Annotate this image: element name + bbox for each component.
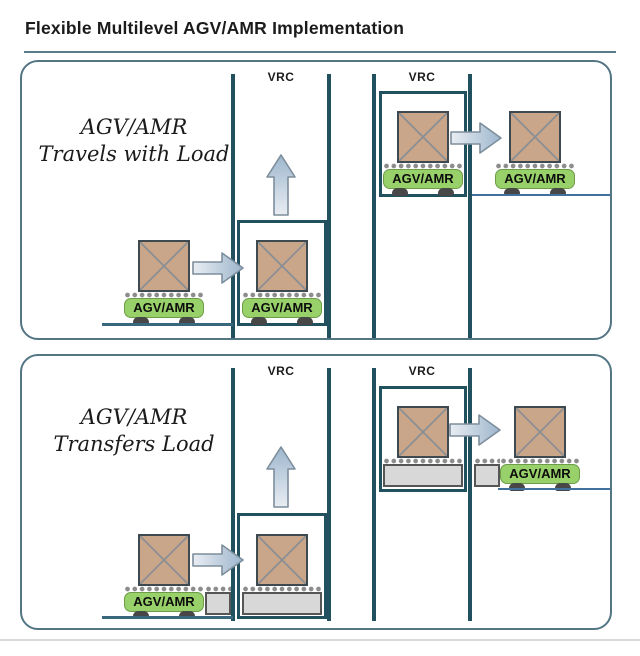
vrc-label: VRC — [267, 70, 295, 84]
vrc-mast-left — [231, 368, 235, 621]
conveyor-dots — [383, 458, 463, 464]
crate — [514, 406, 566, 458]
wheel — [133, 611, 149, 619]
agv-cart: AGV/AMR — [124, 534, 204, 619]
conveyor-deck — [383, 464, 463, 487]
wheel — [504, 188, 520, 196]
agv-cart: AGV/AMR — [124, 240, 204, 325]
crate — [397, 406, 449, 458]
caption-line-1: AGV/AMR — [80, 405, 188, 429]
wheel — [297, 317, 313, 325]
conveyor-dots — [242, 292, 322, 298]
ground-floor-line — [102, 616, 233, 619]
wheel — [509, 483, 525, 491]
wheel — [550, 188, 566, 196]
right-arrow-icon — [449, 414, 501, 446]
panel-caption: AGV/AMR Transfers Load — [34, 404, 234, 458]
caption-line-2: Travels with Load — [38, 142, 230, 166]
crate — [138, 240, 190, 292]
title-underline — [24, 51, 616, 53]
upper-floor-line — [498, 488, 610, 490]
wheel — [438, 188, 454, 196]
load-on-conveyor-deck — [242, 534, 322, 615]
conveyor-dots — [474, 458, 500, 464]
conveyor-dots — [500, 458, 580, 464]
vrc-mast-left — [231, 74, 235, 338]
right-arrow-icon — [192, 544, 244, 576]
wheel — [179, 611, 195, 619]
agv-cart-in-carriage: AGV/AMR — [242, 240, 322, 325]
agv-label: AGV/AMR — [500, 464, 580, 484]
agv-cart-in-carriage: AGV/AMR — [383, 111, 463, 196]
vrc-mast-right — [327, 368, 331, 621]
load-on-conveyor-deck — [383, 406, 463, 487]
conveyor-dots — [383, 163, 463, 169]
conveyor-dots — [495, 163, 575, 169]
conveyor-dots — [124, 292, 204, 298]
agv-label: AGV/AMR — [124, 298, 204, 318]
agv-cart: AGV/AMR — [500, 406, 580, 491]
vrc-mast-right — [468, 74, 472, 338]
right-arrow-icon — [450, 122, 502, 154]
crate — [397, 111, 449, 163]
vrc-label: VRC — [267, 364, 295, 378]
conveyor-dots — [205, 586, 231, 592]
up-arrow-icon — [266, 154, 296, 216]
panel-transfers-load: AGV/AMR Transfers Load VRC AGV/AMR — [20, 354, 612, 630]
agv-label: AGV/AMR — [383, 169, 463, 189]
wheel — [179, 317, 195, 325]
transfer-stand — [474, 464, 500, 487]
ground-floor-line — [102, 323, 233, 326]
crate — [256, 240, 308, 292]
wheel — [251, 317, 267, 325]
agv-cart: AGV/AMR — [495, 111, 575, 196]
vrc-mast-left — [372, 74, 376, 338]
transfer-stand — [205, 592, 231, 615]
wheel — [392, 188, 408, 196]
up-arrow-icon — [266, 446, 296, 508]
agv-label: AGV/AMR — [495, 169, 575, 189]
agv-label: AGV/AMR — [242, 298, 322, 318]
right-arrow-icon — [192, 252, 244, 284]
wheel — [133, 317, 149, 325]
page-title: Flexible Multilevel AGV/AMR Implementati… — [25, 18, 405, 38]
crate — [138, 534, 190, 586]
bottom-separator — [0, 639, 640, 641]
panel-travels-with-load: AGV/AMR Travels with Load VRC AGV/AMR AG… — [20, 60, 612, 340]
wheel — [555, 483, 571, 491]
vrc-label: VRC — [408, 70, 436, 84]
vrc-label: VRC — [408, 364, 436, 378]
caption-line-1: AGV/AMR — [80, 115, 188, 139]
upper-floor-line — [472, 194, 610, 196]
crate — [509, 111, 561, 163]
caption-line-2: Transfers Load — [53, 432, 215, 456]
vrc-mast-left — [372, 368, 376, 621]
agv-label: AGV/AMR — [124, 592, 204, 612]
vrc-mast-right — [468, 368, 472, 621]
crate — [256, 534, 308, 586]
conveyor-deck — [242, 592, 322, 615]
vrc-mast-right — [327, 74, 331, 338]
panel-caption: AGV/AMR Travels with Load — [34, 114, 234, 168]
conveyor-dots — [242, 586, 322, 592]
conveyor-dots — [124, 586, 204, 592]
